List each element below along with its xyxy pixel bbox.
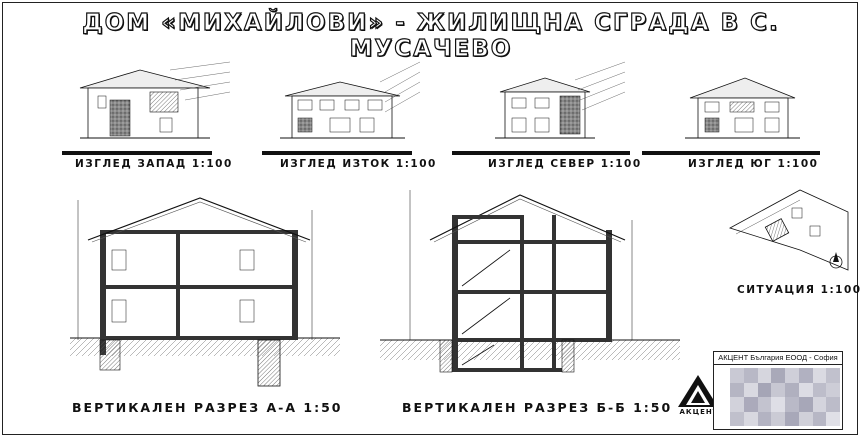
sheet-frame [2, 2, 858, 435]
band-elevation-south [642, 151, 820, 155]
elevation-east-label: ИЗГЛЕД ИЗТОК 1:100 [280, 158, 437, 170]
section-aa-label: ВЕРТИКАЛЕН РАЗРЕЗ А-А 1:50 [72, 400, 343, 415]
elevation-north-label: ИЗГЛЕД СЕВЕР 1:100 [488, 158, 642, 170]
elevation-south-label: ИЗГЛЕД ЮГ 1:100 [688, 158, 819, 170]
company-logo-icon [678, 375, 718, 407]
situation-plan-drawing [728, 189, 849, 271]
elevation-north-drawing [495, 77, 595, 139]
logo-name: АКЦЕНТ [679, 408, 719, 416]
elevation-west-drawing [79, 69, 211, 139]
band-elevation-north [452, 151, 630, 155]
title-block-company: АКЦЕНТ България ЕООД - София [714, 352, 842, 365]
elevation-leaders [169, 61, 626, 113]
band-elevation-west [62, 151, 212, 155]
section-bb-drawing [380, 190, 680, 373]
title-block-redacted-area [730, 368, 840, 426]
elevation-south-drawing [685, 77, 800, 139]
sheet-title: ДОМ «МИХАЙЛОВИ» - ЖИЛИЩНА СГРАДА В С. МУ… [82, 9, 780, 62]
section-aa-drawing [70, 197, 340, 387]
section-bb-label: ВЕРТИКАЛЕН РАЗРЕЗ Б-Б 1:50 [402, 400, 673, 415]
situation-label: СИТУАЦИЯ 1:1000 [737, 284, 862, 296]
elevation-east-drawing [280, 81, 405, 139]
elevation-west-label: ИЗГЛЕД ЗАПАД 1:100 [75, 158, 233, 170]
band-elevation-east [262, 151, 412, 155]
